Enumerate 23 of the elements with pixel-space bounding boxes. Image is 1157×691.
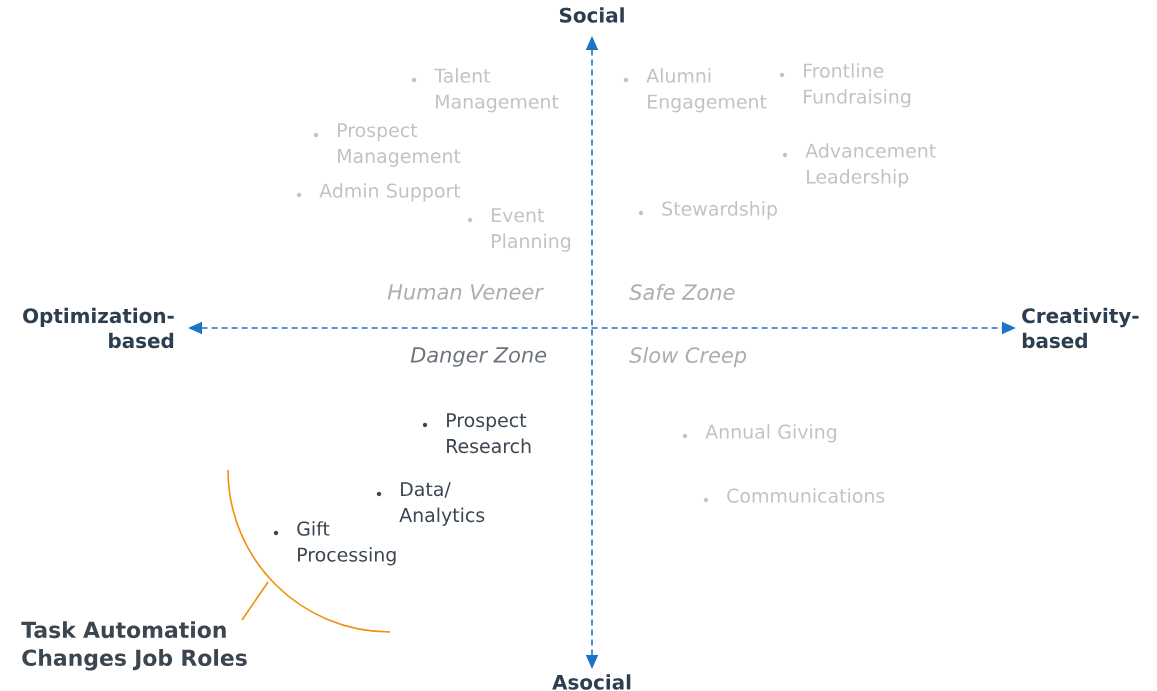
- list-item: Data/ Analytics: [399, 482, 485, 526]
- list-item: Frontline Fundraising: [804, 63, 911, 108]
- list-item: Admin Support: [319, 183, 461, 202]
- leader-line: [241, 581, 269, 621]
- axis-label: Creativity-based: [1022, 307, 1139, 349]
- quadrant-label: Human Veneer: [387, 284, 544, 300]
- axis-label: Social: [559, 7, 624, 23]
- list-item: Communications: [727, 488, 885, 503]
- quadrant-label: Danger Zone: [410, 347, 547, 367]
- list-item: Alumni Engagement: [646, 68, 767, 113]
- list-item: Event Planning: [492, 208, 571, 252]
- axis-label: Asocial: [552, 674, 631, 690]
- list-item: Prospect Management: [338, 123, 461, 167]
- list-item: Prospect Research: [447, 413, 531, 454]
- list-item: Annual Giving: [705, 424, 836, 443]
- axis-label: Task Automation Changes Job Roles: [21, 621, 247, 671]
- quadrant-label: Safe Zone: [629, 283, 735, 301]
- axis-label: Optimization-based: [23, 307, 174, 349]
- list-item: Talent Management: [434, 68, 559, 113]
- list-item: Advancement Leadership: [805, 143, 936, 188]
- list-item: Gift Processing: [297, 521, 396, 566]
- list-item: Stewardship: [662, 201, 777, 220]
- quadrant-label: Slow Creep: [629, 346, 747, 368]
